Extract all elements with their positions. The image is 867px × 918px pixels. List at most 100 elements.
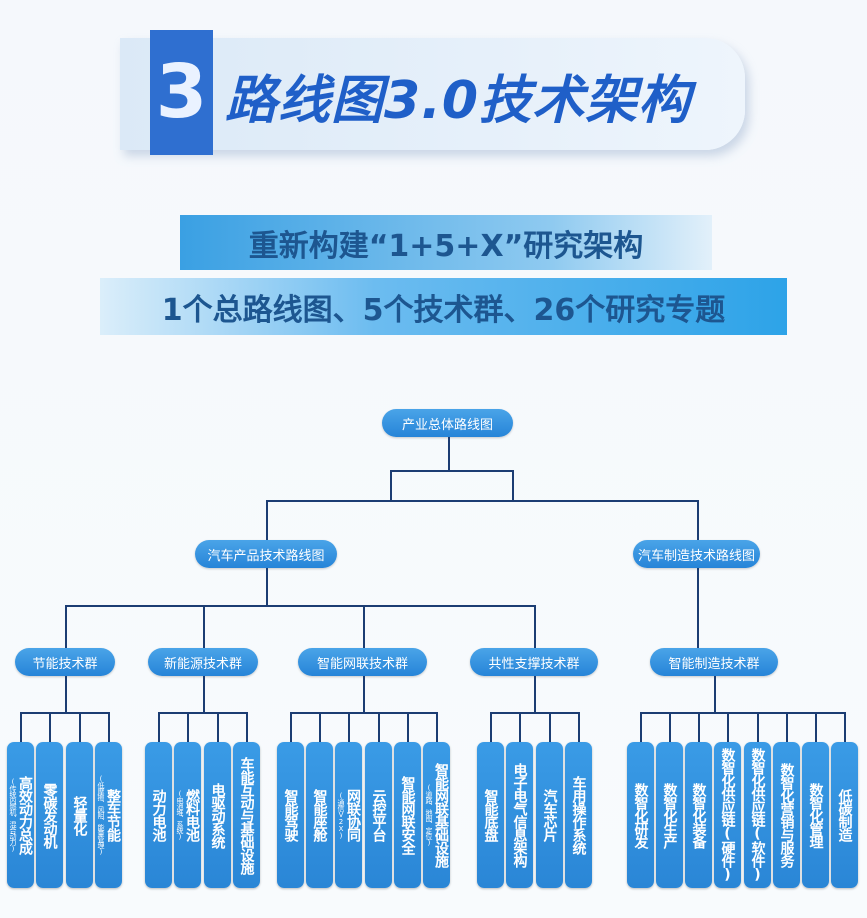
research-topic-box[interactable]: 网联协同(通信V2X): [335, 742, 362, 888]
topic-label: 数智化管理: [807, 782, 824, 848]
connector-line: [698, 712, 700, 742]
topic-label: 车能互动与基础设施: [238, 756, 255, 874]
topic-label: 数智化营销与服务: [778, 763, 795, 867]
topic-label: 数智化装备: [690, 782, 707, 848]
connector-line: [815, 712, 817, 742]
research-topic-box[interactable]: 轻量化: [66, 742, 93, 888]
connector-line: [362, 605, 365, 648]
connector-line: [203, 605, 205, 648]
subtitle-bar-1: 重新构建“1+5+X”研究架构: [180, 215, 712, 270]
topic-label: 智能座舱: [311, 789, 328, 841]
research-topic-box[interactable]: 云控平台: [365, 742, 392, 888]
research-topic-box[interactable]: 数智化营销与服务: [773, 742, 800, 888]
research-topic-box[interactable]: 数智化供应链(硬件): [714, 742, 741, 888]
research-topic-box[interactable]: 零碳发动机: [36, 742, 63, 888]
research-topic-box[interactable]: 智能底盘: [477, 742, 504, 888]
connector-line: [319, 712, 321, 742]
research-topic-box[interactable]: 智能网联基础设施(道路、地图、定位): [423, 742, 450, 888]
section-number: 3: [150, 30, 213, 155]
tech-group-node[interactable]: 智能网联技术群: [298, 648, 427, 676]
connector-line: [390, 470, 514, 472]
connector-line: [407, 712, 409, 742]
connector-line: [158, 712, 248, 714]
research-topic-box[interactable]: 智能座舱: [306, 742, 333, 888]
connector-line: [65, 605, 67, 648]
research-topic-box[interactable]: 数智化装备: [685, 742, 712, 888]
connector-line: [669, 712, 671, 742]
research-topic-box[interactable]: 整车节能(低摩擦、风阻、能量管理): [95, 742, 122, 888]
connector-line: [697, 500, 699, 540]
connector-line: [187, 712, 189, 742]
topic-label: 网联协同: [345, 789, 361, 841]
topic-label: 云控平台: [370, 789, 387, 841]
connector-line: [65, 676, 67, 712]
topic-label: 零碳发动机: [41, 782, 58, 848]
research-topic-box[interactable]: 低碳制造: [831, 742, 858, 888]
topic-note: (通信V2X): [337, 791, 345, 839]
connector-line: [490, 712, 580, 714]
connector-line: [844, 712, 846, 742]
topic-label: 数智化供应链(软件): [749, 748, 766, 882]
research-topic-box[interactable]: 智能驾驶: [277, 742, 304, 888]
topic-label: 数智化供应链(硬件): [719, 748, 736, 882]
topic-note: (传统内燃机、混合动力): [9, 778, 17, 852]
connector-line: [534, 676, 536, 712]
connector-line: [534, 605, 536, 648]
title-banner: [120, 38, 745, 150]
connector-line: [519, 712, 521, 742]
topic-label: 数智化生产: [661, 782, 678, 848]
connector-line: [578, 712, 580, 742]
research-topic-box[interactable]: 数智化生产: [656, 742, 683, 888]
connector-line: [290, 712, 292, 742]
connector-line: [203, 676, 205, 712]
topic-label: 智能驾驶: [282, 789, 299, 841]
research-topic-box[interactable]: 汽车芯片: [536, 742, 563, 888]
research-topic-box[interactable]: 车能互动与基础设施: [233, 742, 260, 888]
connector-line: [108, 712, 110, 742]
root-node[interactable]: 产业总体路线图: [382, 409, 513, 437]
connector-line: [512, 470, 514, 500]
level2-node[interactable]: 汽车产品技术路线图: [195, 540, 337, 568]
connector-line: [290, 712, 438, 714]
connector-line: [378, 712, 380, 742]
connector-line: [217, 712, 219, 742]
topic-label: 整车节能: [105, 789, 121, 841]
page-title: 路线图3.0技术架构: [225, 71, 692, 131]
research-topic-box[interactable]: 电驱动系统: [204, 742, 231, 888]
topic-note: (电池堆、系统): [176, 790, 184, 840]
research-topic-box[interactable]: 智能网联安全: [394, 742, 421, 888]
connector-line: [20, 712, 22, 742]
topic-label: 智能底盘: [482, 789, 499, 841]
tech-group-node[interactable]: 共性支撑技术群: [470, 648, 598, 676]
research-topic-box[interactable]: 动力电池: [145, 742, 172, 888]
research-topic-box[interactable]: 高效动力总成(传统内燃机、混合动力): [7, 742, 34, 888]
topic-label: 低碳制造: [836, 789, 853, 841]
topic-note: (低摩擦、风阻、能量管理): [97, 775, 105, 855]
research-topic-box[interactable]: 电子电气信息架构: [506, 742, 533, 888]
research-topic-box[interactable]: 数智化研发: [627, 742, 654, 888]
connector-line: [436, 712, 438, 742]
connector-line: [390, 470, 392, 500]
connector-line: [362, 676, 365, 712]
topic-label: 高效动力总成: [17, 776, 33, 854]
connector-line: [246, 712, 248, 742]
topic-label: 轻量化: [71, 795, 88, 835]
topic-label: 车用操作系统: [570, 776, 587, 854]
subtitle-bar-2: 1个总路线图、5个技术群、26个研究专题: [100, 278, 787, 335]
connector-line: [49, 712, 51, 742]
connector-line: [158, 712, 160, 742]
tech-group-node[interactable]: 智能制造技术群: [650, 648, 778, 676]
research-topic-box[interactable]: 数智化管理: [802, 742, 829, 888]
tech-group-node[interactable]: 节能技术群: [15, 648, 115, 676]
research-topic-box[interactable]: 数智化供应链(软件): [744, 742, 771, 888]
connector-line: [266, 568, 268, 605]
topic-label: 智能网联安全: [399, 776, 416, 854]
connector-line: [79, 712, 81, 742]
connector-line: [757, 712, 759, 742]
level2-node[interactable]: 汽车制造技术路线图: [633, 540, 760, 568]
connector-line: [65, 605, 536, 607]
research-topic-box[interactable]: 燃料电池(电池堆、系统): [174, 742, 201, 888]
tech-group-node[interactable]: 新能源技术群: [148, 648, 258, 676]
research-topic-box[interactable]: 车用操作系统: [565, 742, 592, 888]
